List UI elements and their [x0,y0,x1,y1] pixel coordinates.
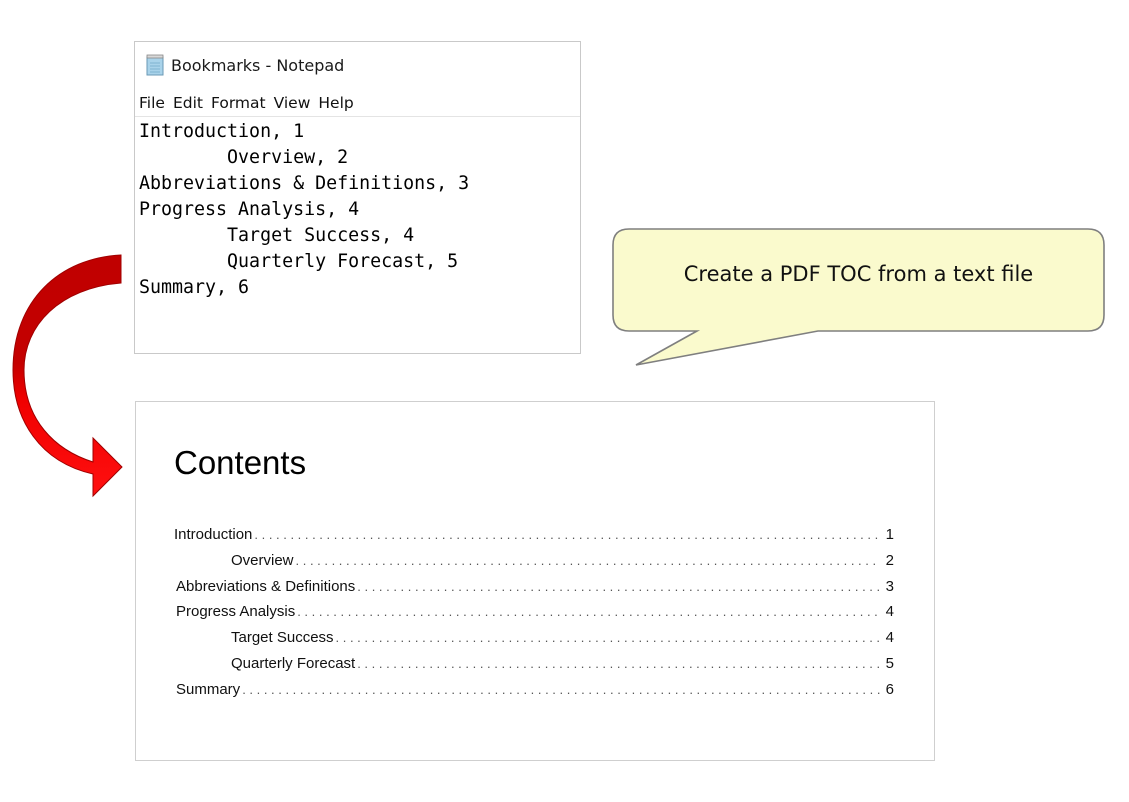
window-title: Bookmarks - Notepad [171,55,345,75]
menu-view[interactable]: View [273,94,311,112]
toc-page-number: 6 [885,680,894,698]
pdf-toc-page: Contents Introduction ..................… [135,401,935,761]
toc-label: Abbreviations & Definitions [176,577,356,595]
toc-entry[interactable]: Quarterly Forecast .....................… [174,655,894,681]
notepad-window: Bookmarks - Notepad File Edit Format Vie… [134,41,581,354]
text-area[interactable]: Introduction, 1 Overview, 2 Abbreviations… [139,119,469,301]
toc-entry[interactable]: Overview ...............................… [174,552,894,578]
menu-file[interactable]: File [139,94,165,112]
dot-leader: ........................................… [357,578,880,594]
menu-divider [135,116,580,117]
dot-leader: ........................................… [295,552,880,568]
toc-page-number: 5 [885,654,894,672]
text-line: Abbreviations & Definitions, 3 [139,173,470,194]
callout-text: Create a PDF TOC from a text file [683,262,1034,286]
text-line: Overview, 2 [139,147,349,168]
page-title: Contents [174,444,307,481]
toc-entry[interactable]: Summary ................................… [174,681,894,707]
toc-page-number: 4 [885,603,894,621]
toc-label: Overview [231,551,294,569]
toc-label: Progress Analysis [176,603,296,621]
callout-bubble [612,228,1105,366]
menu-help[interactable]: Help [318,94,354,112]
toc-entry[interactable]: Introduction ...........................… [174,526,894,552]
text-line: Summary, 6 [139,277,250,298]
text-line: Introduction, 1 [139,121,305,142]
curved-arrow-icon [12,254,123,498]
dot-leader: ........................................… [335,630,880,646]
toc-entry[interactable]: Abbreviations & Definitions ............… [174,578,894,604]
menu-bar: File Edit Format View Help [139,94,362,112]
text-line: Quarterly Forecast, 5 [139,251,459,272]
toc-label: Target Success [231,629,334,647]
toc-page-number: 2 [885,551,894,569]
dot-leader: ........................................… [297,604,880,620]
notepad-icon [145,54,165,76]
notepad-title-bar: Bookmarks - Notepad [145,53,344,77]
menu-format[interactable]: Format [210,94,266,112]
toc-entry[interactable]: Target Success .........................… [174,629,894,655]
toc-label: Quarterly Forecast [231,654,356,672]
dot-leader: ........................................… [254,527,880,542]
toc-page-number: 4 [885,629,894,647]
dot-leader: ........................................… [242,681,880,697]
toc-label: Introduction [174,526,253,543]
menu-edit[interactable]: Edit [172,94,203,112]
toc-page-number: 1 [885,526,894,543]
text-line: Progress Analysis, 4 [139,199,360,220]
text-line: Target Success, 4 [139,225,415,246]
dot-leader: ........................................… [357,655,880,671]
toc-page-number: 3 [885,577,894,595]
toc-entry[interactable]: Progress Analysis ......................… [174,603,894,629]
toc-list: Introduction ...........................… [174,526,894,707]
toc-label: Summary [176,680,241,698]
